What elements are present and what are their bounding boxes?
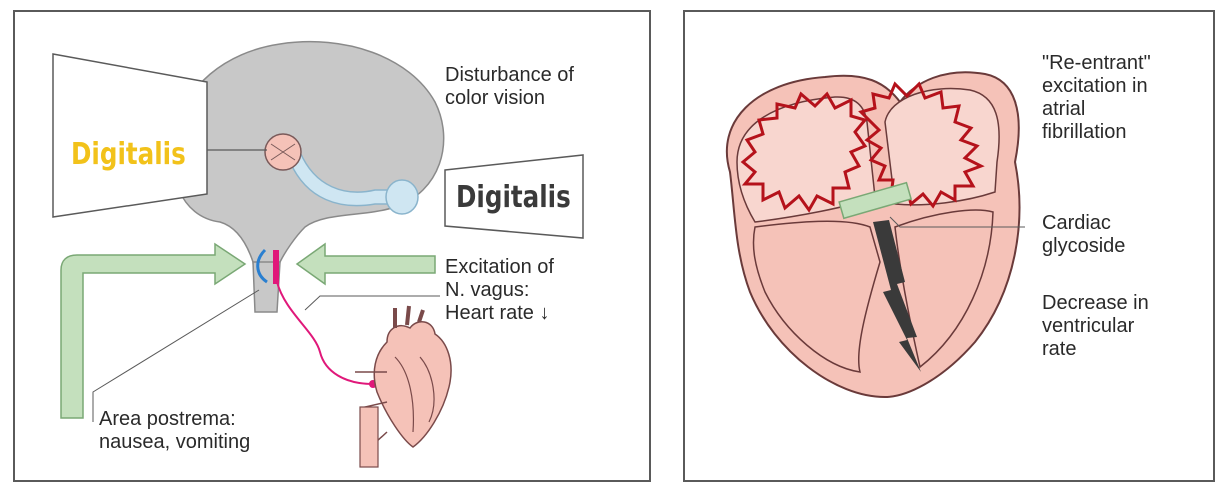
vagus-nucleus [273,250,279,284]
small-heart [355,306,451,467]
left-panel: Digitalis Digitalis Disturbance of color… [13,10,651,482]
glycoside-label: Cardiac glycoside [1042,212,1125,258]
green-arrow-left [61,244,245,418]
digitalis-sign-left-frame [53,54,207,217]
digitalis-sign-left: Digitalis [71,137,186,172]
vagus-label: Excitation of N. vagus: Heart rate ↓ [445,256,554,325]
color-vision-label: Disturbance of color vision [445,64,574,110]
area-postrema-label: Area postrema: nausea, vomiting [99,408,250,454]
eyeball [386,180,418,214]
vagus-nerve [277,282,373,384]
brain-shape [173,42,444,282]
green-arrow-right [297,244,435,284]
ventricular-rate-label: Decrease in ventricular rate [1042,292,1149,361]
right-panel: "Re-entrant" excitation in atrial fibril… [683,10,1215,482]
reentrant-label: "Re-entrant" excitation in atrial fibril… [1042,52,1151,144]
digitalis-sign-right: Digitalis [456,180,571,215]
